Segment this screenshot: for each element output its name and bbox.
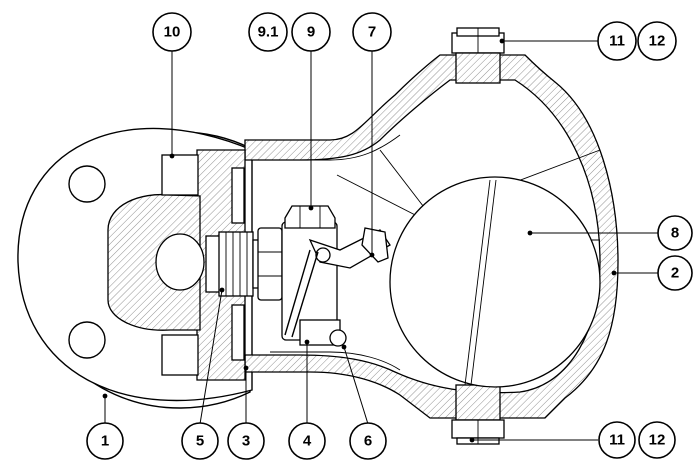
float-ball [389, 176, 601, 388]
callout-12-top: 12 [637, 21, 677, 61]
svg-text:10: 10 [164, 24, 181, 41]
flange-bolt-hole [68, 165, 106, 203]
svg-text:11: 11 [609, 432, 625, 449]
svg-text:8: 8 [671, 225, 679, 242]
callout-8: 8 [657, 215, 693, 251]
svg-text:4: 4 [303, 433, 312, 450]
svg-text:5: 5 [196, 433, 204, 450]
svg-text:12: 12 [649, 432, 666, 449]
valve-seat [205, 227, 283, 301]
callout-9-1: 9.1 [248, 12, 288, 52]
leader-lines [102, 38, 660, 443]
svg-text:2: 2 [671, 265, 679, 282]
callout-11-top: 11 [597, 21, 637, 61]
inlet-cover [107, 149, 246, 381]
cover-bolt [161, 334, 199, 376]
top-plug [451, 27, 505, 84]
svg-text:9: 9 [307, 24, 315, 41]
callout-6: 6 [349, 422, 387, 460]
callout-2: 2 [657, 255, 693, 291]
svg-text:3: 3 [242, 433, 250, 450]
valve-mechanism [281, 205, 391, 347]
cover-bolt [161, 154, 199, 196]
callout-3: 3 [227, 422, 265, 460]
callout-12-bottom: 12 [638, 421, 676, 459]
callout-9: 9 [291, 12, 331, 52]
callout-7: 7 [352, 12, 392, 52]
flange-bolt-hole [68, 321, 106, 359]
callout-5: 5 [181, 422, 219, 460]
callout-4: 4 [288, 422, 326, 460]
callout-1: 1 [86, 422, 124, 460]
bottom-plug [451, 384, 505, 445]
svg-text:9.1: 9.1 [258, 24, 279, 41]
svg-text:11: 11 [609, 33, 625, 50]
svg-text:6: 6 [364, 433, 372, 450]
callout-10: 10 [152, 12, 192, 52]
svg-text:1: 1 [101, 433, 109, 450]
svg-text:12: 12 [649, 33, 666, 50]
svg-text:7: 7 [368, 24, 376, 41]
callout-11-bottom: 11 [598, 421, 636, 459]
